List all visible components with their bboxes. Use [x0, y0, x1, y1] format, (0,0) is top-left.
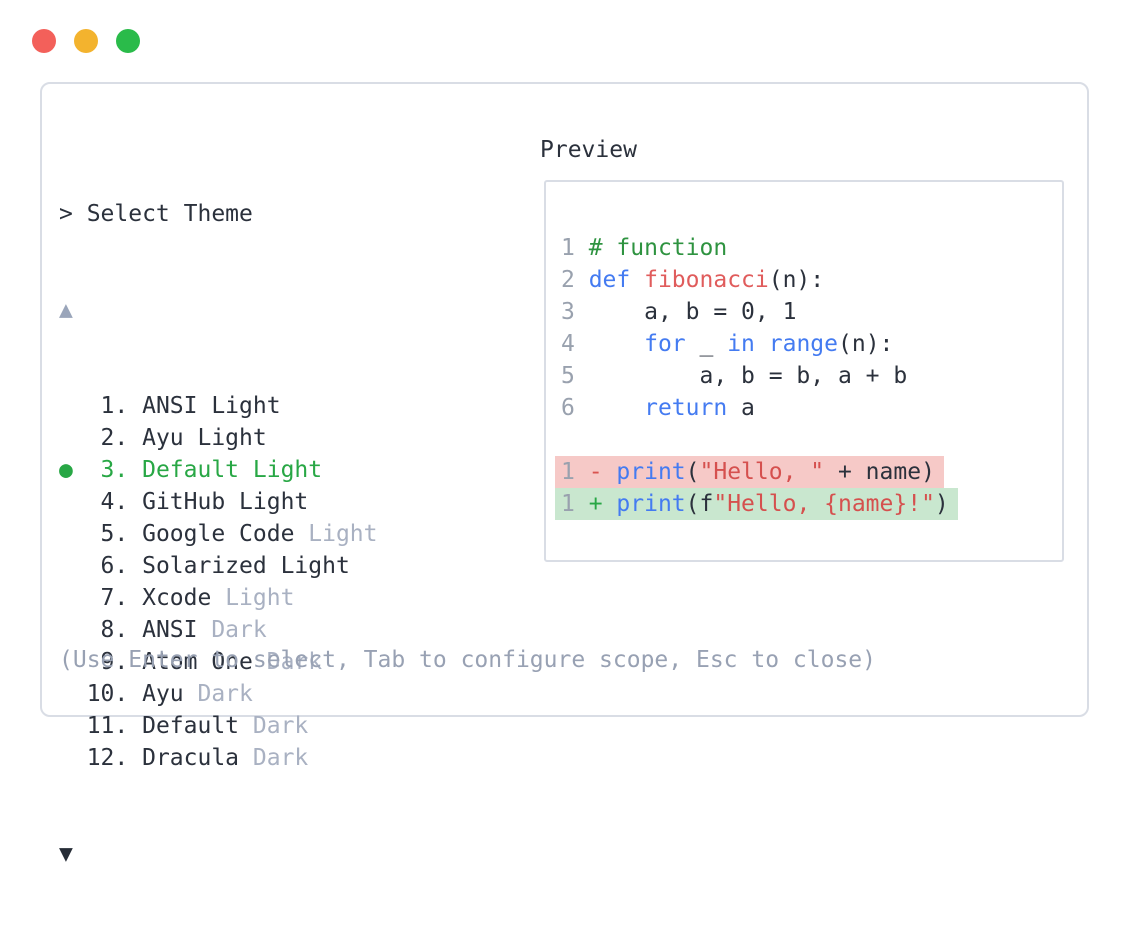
- theme-item-name: GitHub Light: [142, 489, 309, 515]
- theme-item-name: Solarized Light: [142, 553, 350, 579]
- diff-removed-line: 1 - print("Hello, " + name): [555, 456, 958, 488]
- theme-item-name: Xcode: [142, 585, 212, 611]
- theme-item-name: ANSI: [142, 617, 198, 643]
- code-preview: 1 # function 2 def fibonacci(n): 3 a, b = …: [555, 232, 958, 520]
- preview-title: Preview: [540, 137, 637, 163]
- line-number: 1: [561, 235, 589, 261]
- theme-item-variant: Light: [294, 521, 378, 547]
- theme-list-item-github-light[interactable]: 4. GitHub Light: [59, 486, 378, 518]
- theme-list-item-ayu-light[interactable]: 2. Ayu Light: [59, 422, 378, 454]
- theme-item-variant: Dark: [239, 745, 309, 771]
- line-number: 5: [561, 363, 589, 389]
- theme-item-name: Ayu Light: [142, 425, 267, 451]
- theme-item-variant: Dark: [252, 649, 323, 675]
- theme-item-number: 2.: [86, 425, 143, 451]
- theme-item-name: Ayu: [142, 681, 184, 707]
- theme-list: 1. ANSI Light 2. Ayu Light● 3. Default L…: [59, 390, 378, 774]
- theme-item-number: 12.: [86, 745, 143, 771]
- select-theme-prompt: > Select Theme: [59, 201, 253, 227]
- theme-item-name: Google Code: [142, 521, 295, 547]
- code-line: 2 def fibonacci(n):: [561, 267, 825, 293]
- code-line: [561, 424, 958, 456]
- theme-list-item-default[interactable]: 11. Default Dark: [59, 710, 378, 742]
- diff-added-highlight: 1 + print(f"Hello, {name}!"): [555, 488, 958, 520]
- theme-item-number: 1.: [86, 393, 143, 419]
- theme-item-number: 4.: [86, 489, 143, 515]
- theme-item-number: 11.: [86, 713, 143, 739]
- selected-indicator-icon: ●: [59, 457, 87, 483]
- code-line: 3 a, b = 0, 1: [561, 299, 797, 325]
- diff-added-line: 1 + print(f"Hello, {name}!"): [555, 488, 958, 520]
- theme-list-item-ansi[interactable]: 8. ANSI Dark: [59, 614, 378, 646]
- theme-picker-window: > Select Theme ▲ 1. ANSI Light 2. Ayu Li…: [40, 82, 1089, 867]
- theme-item-number: 5.: [86, 521, 143, 547]
- code-line: 1 # function: [561, 235, 728, 261]
- theme-item-number: 8.: [86, 617, 143, 643]
- theme-item-number: 9.: [86, 649, 143, 675]
- theme-list-item-default-light[interactable]: ● 3. Default Light: [59, 454, 378, 486]
- theme-item-name: Default Light: [142, 457, 323, 483]
- theme-item-variant: Dark: [183, 681, 253, 707]
- theme-item-name: ANSI Light: [142, 393, 281, 419]
- scroll-up-icon[interactable]: ▲: [59, 297, 73, 323]
- theme-list-item-solarized-light[interactable]: 6. Solarized Light: [59, 550, 378, 582]
- code-line: 4 for _ in range(n):: [561, 331, 894, 357]
- theme-item-number: 7.: [86, 585, 143, 611]
- window-traffic-lights: [32, 29, 140, 53]
- theme-list-item-google-code[interactable]: 5. Google Code Light: [59, 518, 378, 550]
- theme-item-name: Default: [142, 713, 240, 739]
- line-number: 1: [561, 491, 589, 517]
- theme-item-name: Dracula: [142, 745, 240, 771]
- theme-preview-pane: 1 # function 2 def fibonacci(n): 3 a, b = …: [544, 180, 1064, 562]
- theme-item-name: Atom One: [142, 649, 253, 675]
- line-number: 2: [561, 267, 589, 293]
- code-line: 6 return a: [561, 395, 755, 421]
- theme-item-variant: Dark: [197, 617, 267, 643]
- theme-list-item-xcode[interactable]: 7. Xcode Light: [59, 582, 378, 614]
- line-number: 3: [561, 299, 589, 325]
- theme-list-item-ansi-light[interactable]: 1. ANSI Light: [59, 390, 378, 422]
- minimize-button[interactable]: [74, 29, 98, 53]
- zoom-button[interactable]: [116, 29, 140, 53]
- theme-list-item-dracula[interactable]: 12. Dracula Dark: [59, 742, 378, 774]
- code-line: 5 a, b = b, a + b: [561, 363, 908, 389]
- theme-item-variant: Light: [211, 585, 295, 611]
- close-button[interactable]: [32, 29, 56, 53]
- theme-item-variant: Dark: [239, 713, 309, 739]
- theme-item-number: 10.: [86, 681, 143, 707]
- line-number: 4: [561, 331, 589, 357]
- theme-list-item-ayu[interactable]: 10. Ayu Dark: [59, 678, 378, 710]
- theme-item-number: 6.: [86, 553, 143, 579]
- line-number: 1: [561, 459, 589, 485]
- diff-removed-highlight: 1 - print("Hello, " + name): [555, 456, 944, 488]
- keyboard-hint: (Use Enter to select, Tab to configure s…: [59, 647, 876, 673]
- theme-list-item-atom-one[interactable]: 9. Atom One Dark: [59, 646, 378, 678]
- theme-item-number: 3.: [86, 457, 143, 483]
- line-number: 6: [561, 395, 589, 421]
- theme-picker-left-column: > Select Theme ▲ 1. ANSI Light 2. Ayu Li…: [59, 134, 378, 934]
- scroll-down-icon[interactable]: ▼: [59, 841, 73, 867]
